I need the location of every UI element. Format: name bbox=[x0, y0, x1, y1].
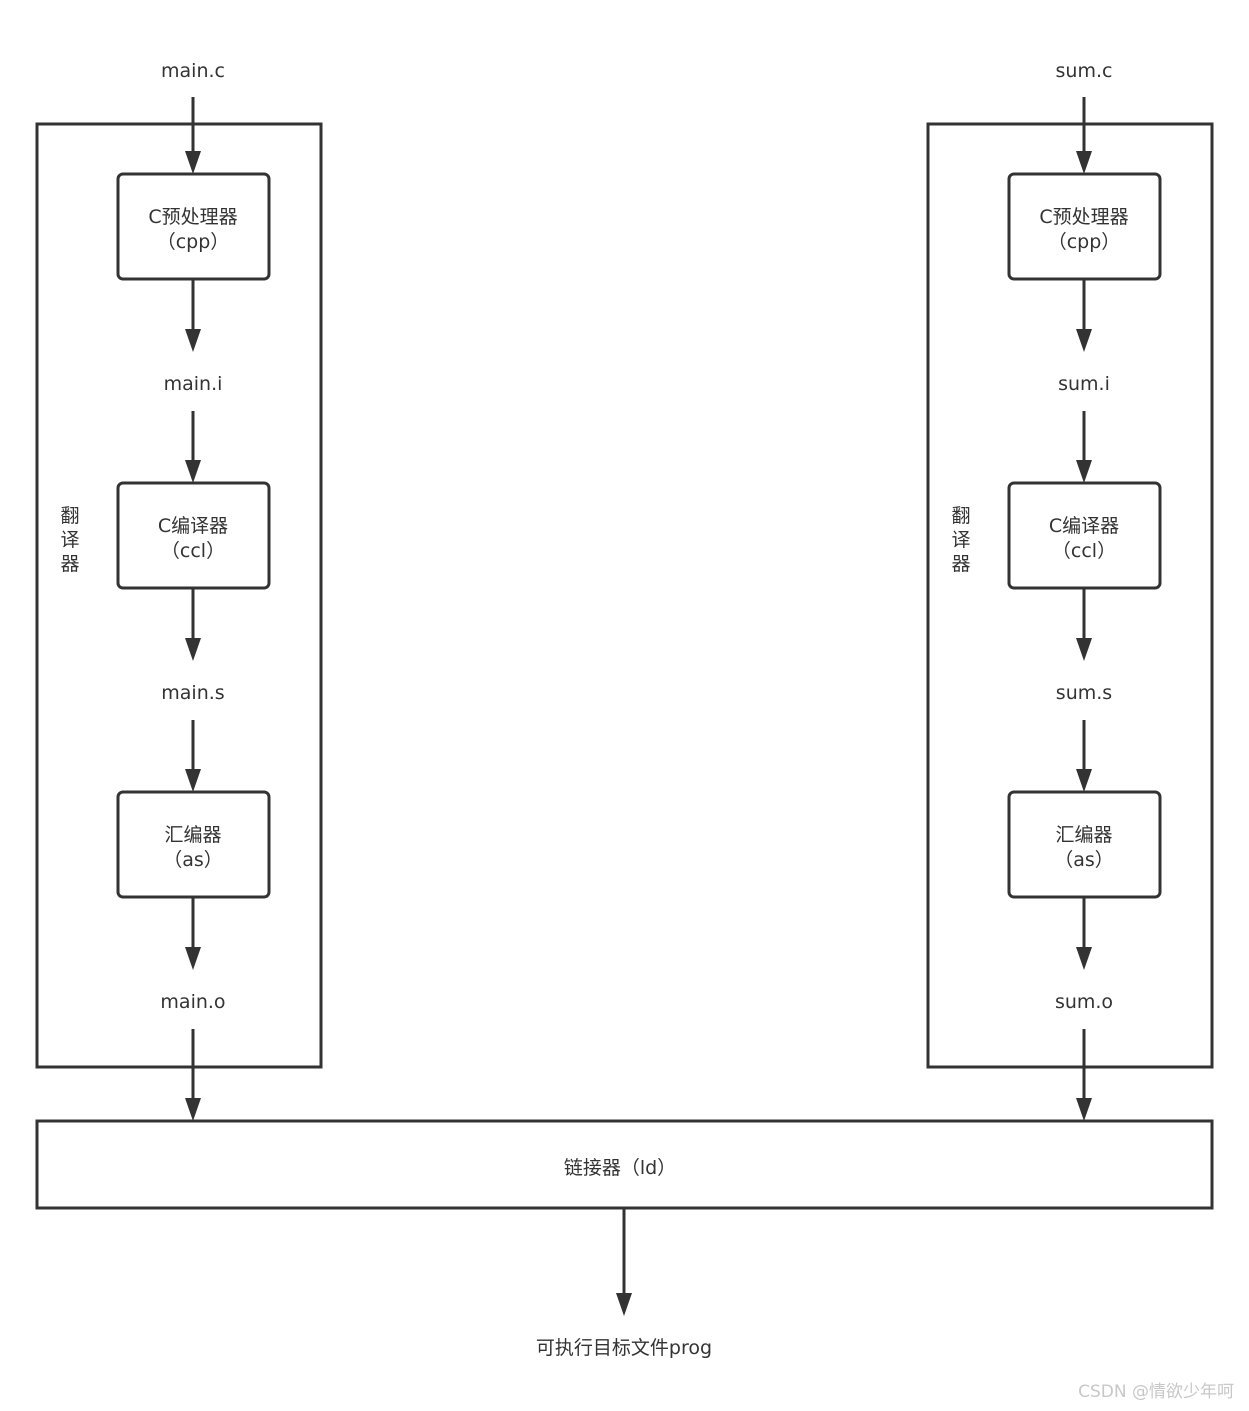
pipeline-sum: 翻 译 器 sum.c C预处理器 （cpp） sum.i C编译器 （ccl）… bbox=[926, 60, 1214, 1121]
arrowhead-as-sum bbox=[1076, 769, 1092, 792]
arrowhead-s-main bbox=[185, 638, 201, 661]
translator-label-char-2: 译 bbox=[60, 529, 79, 551]
assembler-tool-sum: （as） bbox=[1054, 849, 1114, 871]
preprocessor-tool-sum: （cpp） bbox=[1048, 231, 1121, 253]
translator-label-char-1: 翻 bbox=[60, 505, 79, 527]
arrowhead-o-main bbox=[185, 947, 201, 970]
watermark: CSDN @情欲少年呵 bbox=[1078, 1382, 1234, 1402]
pipeline-main: 翻 译 器 main.c C预处理器 （cpp） main.i C编译器 （cc… bbox=[35, 60, 323, 1121]
arrowhead-i-sum bbox=[1076, 329, 1092, 352]
preprocessor-name-sum: C预处理器 bbox=[1039, 206, 1128, 228]
translator-frame-main bbox=[35, 122, 323, 1069]
assembler-tool-main: （as） bbox=[163, 849, 223, 871]
output-file-label: 可执行目标文件prog bbox=[536, 1337, 712, 1359]
arrowhead-cpp-main bbox=[185, 151, 201, 174]
arrowhead-cpp-sum bbox=[1076, 151, 1092, 174]
assembler-name-main: 汇编器 bbox=[164, 824, 221, 846]
arrowhead-o-sum bbox=[1076, 947, 1092, 970]
arrowhead-ccl-sum bbox=[1076, 460, 1092, 483]
assembly-file-sum: sum.s bbox=[1056, 682, 1112, 704]
preprocessed-file-sum: sum.i bbox=[1058, 373, 1110, 395]
preprocessor-tool-main: （cpp） bbox=[157, 231, 230, 253]
translator-label-char-2: 译 bbox=[951, 529, 970, 551]
compiler-name-main: C编译器 bbox=[158, 515, 228, 537]
linker-label: 链接器（ld） bbox=[564, 1157, 676, 1179]
compiler-tool-sum: （ccl） bbox=[1052, 540, 1116, 562]
arrowhead-output bbox=[616, 1293, 632, 1316]
assembly-file-main: main.s bbox=[161, 682, 224, 704]
preprocessor-name-main: C预处理器 bbox=[148, 206, 237, 228]
translator-label-char-3: 器 bbox=[951, 553, 970, 575]
arrowhead-linker-main bbox=[185, 1098, 201, 1121]
arrowhead-i-main bbox=[185, 329, 201, 352]
assembler-name-sum: 汇编器 bbox=[1055, 824, 1112, 846]
translator-frame-sum bbox=[926, 122, 1214, 1069]
translator-label-char-1: 翻 bbox=[951, 505, 970, 527]
arrowhead-ccl-main bbox=[185, 460, 201, 483]
translator-label-char-3: 器 bbox=[60, 553, 79, 575]
linker-node: 链接器（ld） bbox=[35, 1119, 1214, 1210]
arrowhead-linker-sum bbox=[1076, 1098, 1092, 1121]
compiler-name-sum: C编译器 bbox=[1049, 515, 1119, 537]
object-file-main: main.o bbox=[160, 991, 225, 1013]
preprocessed-file-main: main.i bbox=[164, 373, 223, 395]
arrowhead-s-sum bbox=[1076, 638, 1092, 661]
source-file-sum: sum.c bbox=[1056, 60, 1113, 82]
object-file-sum: sum.o bbox=[1055, 991, 1113, 1013]
compiler-tool-main: （ccl） bbox=[161, 540, 225, 562]
source-file-main: main.c bbox=[161, 60, 225, 82]
arrowhead-as-main bbox=[185, 769, 201, 792]
